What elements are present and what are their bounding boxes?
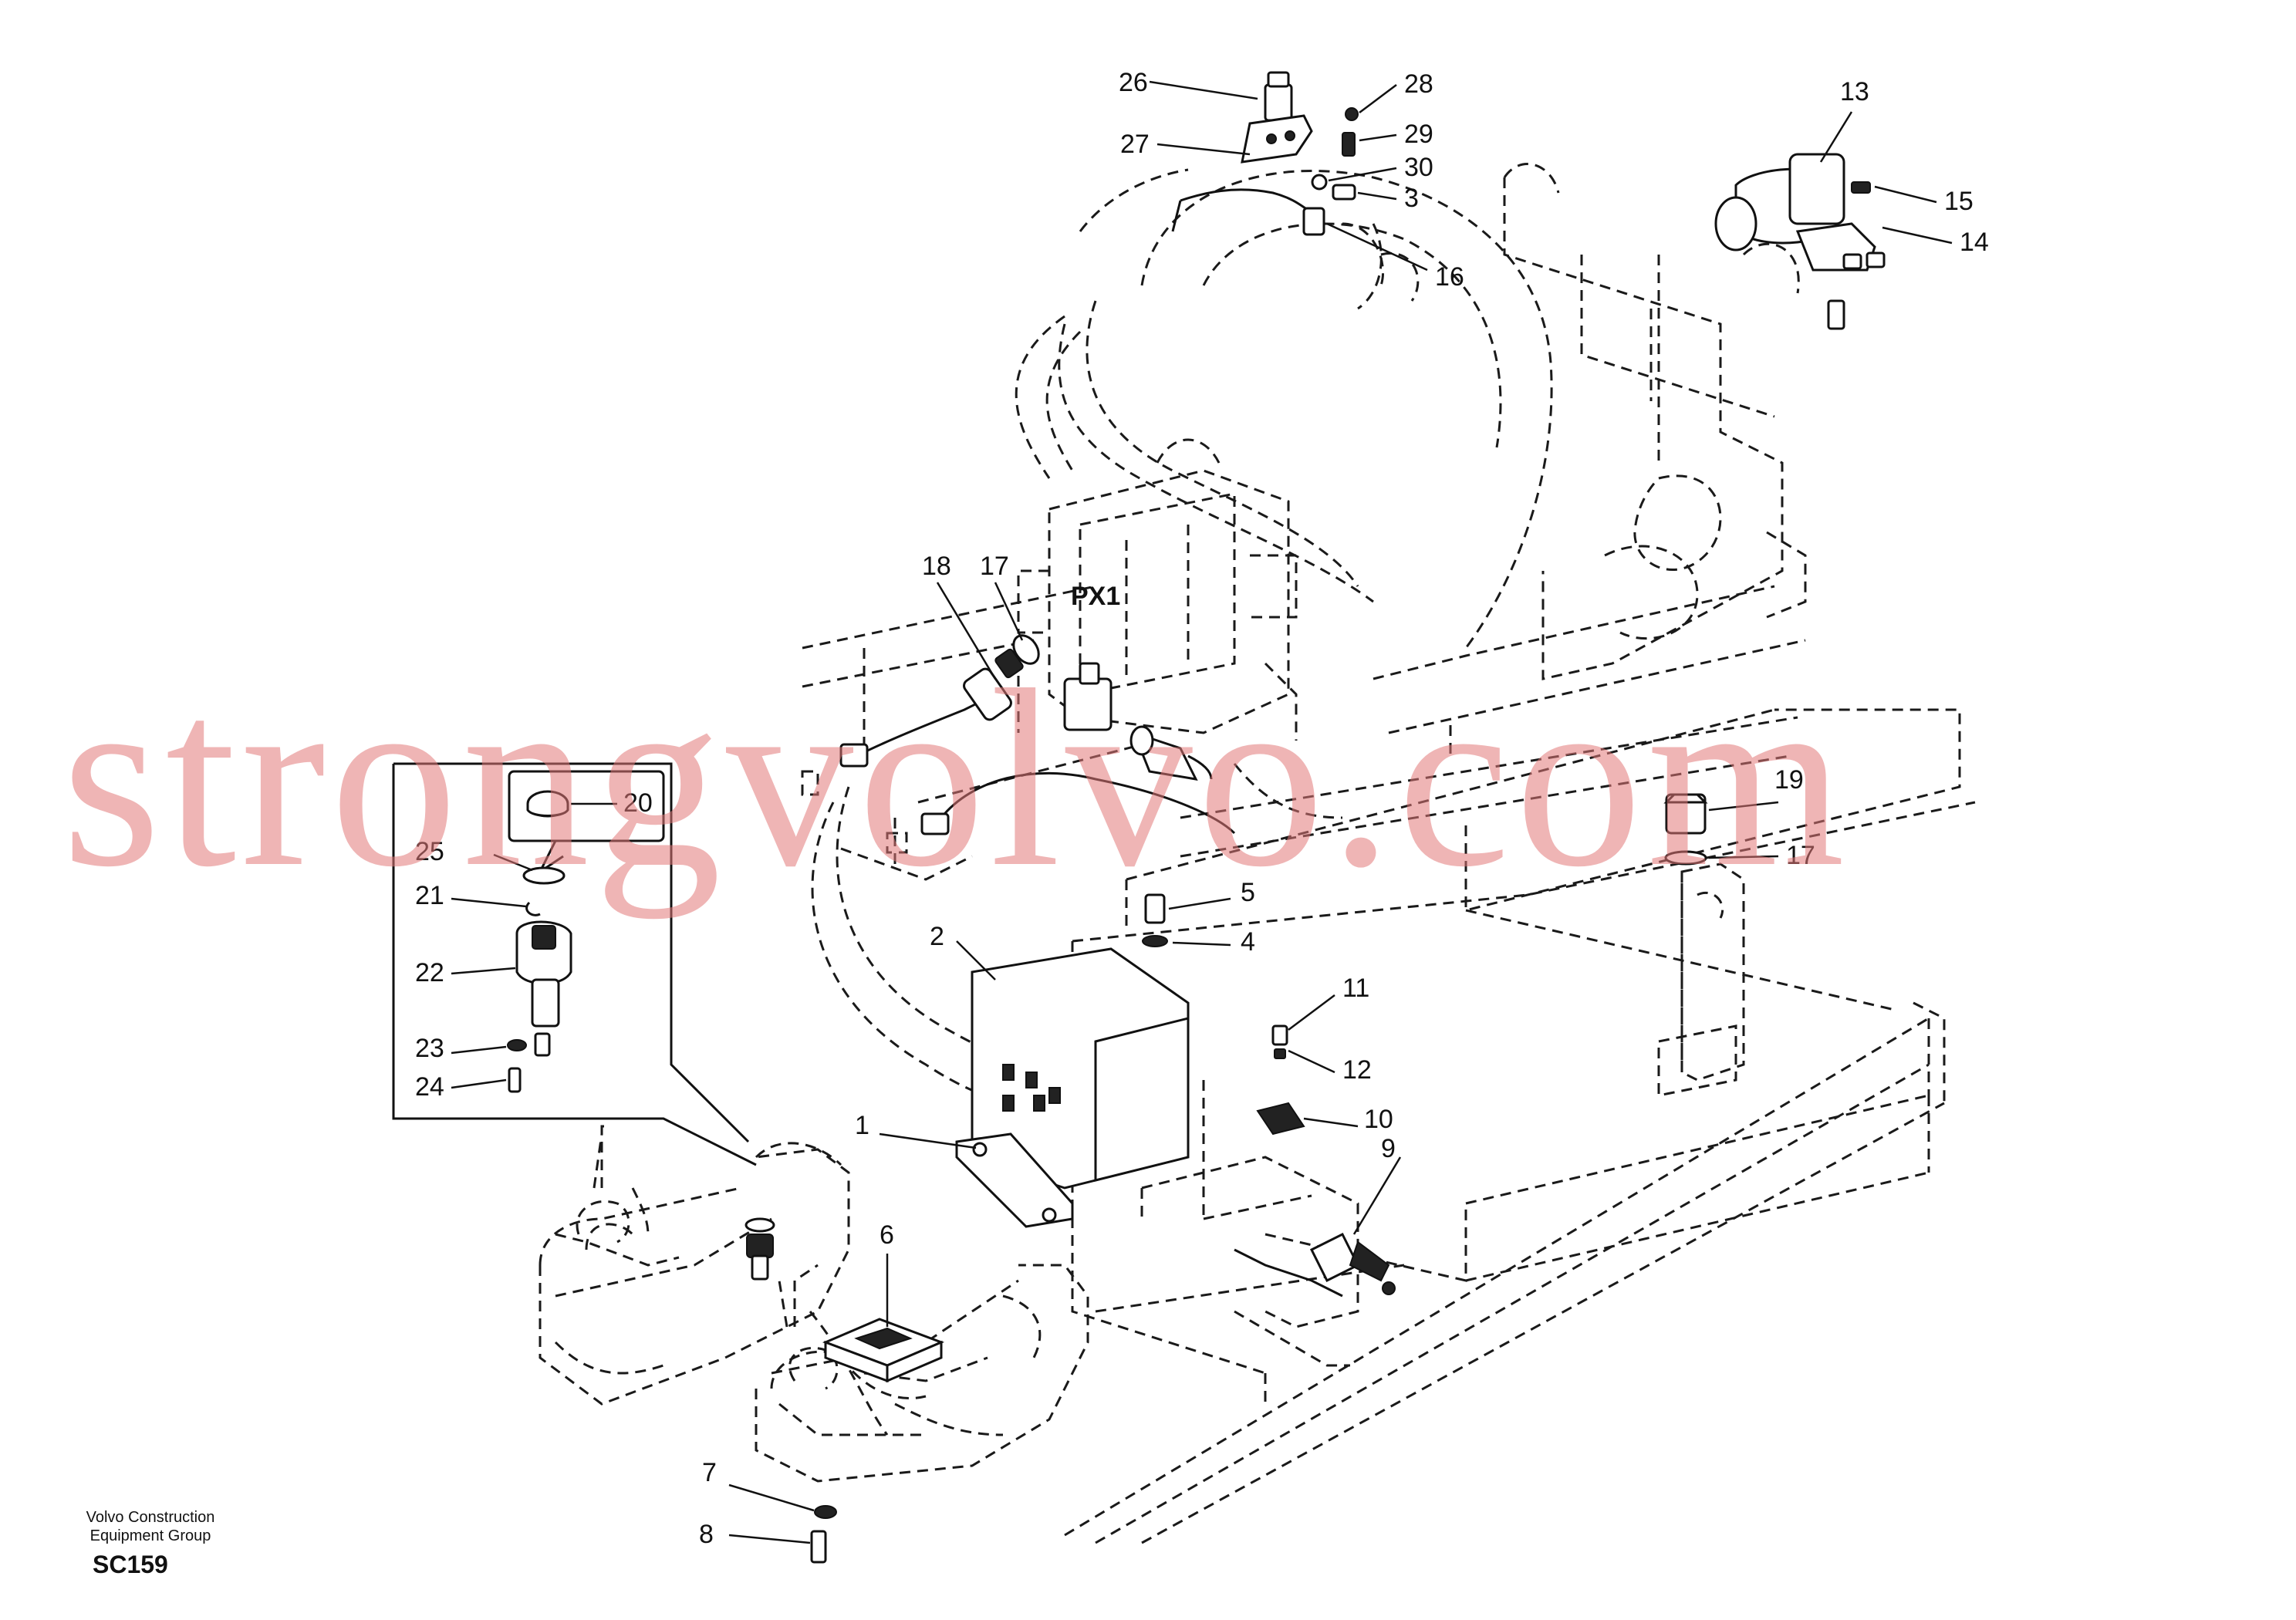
hydraulic-pump-outline [1017,438,1298,741]
label-5: 5 [1241,878,1255,907]
label-12: 12 [1342,1055,1372,1085]
detail-callout-box [392,762,757,1166]
pressure-sensor-px1 [920,662,1198,835]
credit-line-1: Volvo Construction [86,1509,215,1526]
flywheel-housing-outline [1058,168,1553,649]
leader-lines [451,80,1953,1544]
label-11: 11 [1342,974,1369,1003]
ring-part-25 [522,866,566,885]
cap-part-20 [526,790,569,818]
upper-frame-outline [802,585,1806,858]
credit-line-2: Equipment Group [89,1527,211,1544]
label-17-right: 17 [1786,841,1815,870]
wire-harnesses [809,188,1343,1436]
pressure-switch-part-26 [1241,71,1313,164]
joystick-outlines [576,1133,839,1390]
label-10: 10 [1364,1105,1393,1134]
label-27: 27 [1120,130,1150,159]
label-21: 21 [415,881,444,910]
mount-bracket-outline [1657,862,1745,1097]
label-4: 4 [1241,927,1255,957]
left-control-console-outline [539,1125,850,1406]
label-24: 24 [415,1072,444,1102]
right-control-console-outline [755,1264,1089,1483]
label-13: 13 [1840,77,1869,106]
spring-part-21 [525,901,541,916]
label-17-top: 17 [980,552,1009,581]
label-30: 30 [1404,153,1433,182]
label-1: 1 [855,1111,869,1140]
port-label-px1: PX1 [1071,582,1120,611]
label-28: 28 [1404,69,1433,99]
label-9: 9 [1381,1134,1396,1163]
screw-part-24 [508,1067,522,1093]
label-18: 18 [922,552,951,581]
engine-block-outline [1503,163,1807,680]
sensor-part-9 [1309,1232,1396,1295]
pressure-switch-part-19 [1663,793,1708,866]
drawing-code: SC159 [93,1551,168,1578]
label-15: 15 [1944,187,1974,216]
part-number-labels: 26 27 28 29 30 3 16 13 15 14 18 17 PX1 1… [415,68,1989,1549]
switch-panel-part-6 [822,1318,945,1383]
track-frame-outline [1064,1001,1946,1544]
label-8: 8 [699,1520,714,1549]
installed-switch-on-console [745,1217,775,1281]
label-7: 7 [702,1458,717,1487]
label-23: 23 [415,1034,444,1063]
fastener-parts-11-12 [1271,1024,1288,1059]
washer-part-23 [507,1032,551,1057]
connector-part-10 [1256,1102,1305,1136]
label-26: 26 [1119,68,1148,97]
label-6: 6 [880,1220,894,1250]
switch-body-part-22 [515,920,572,1028]
relay-bracket-part-2 [971,947,1190,1190]
mounting-plate-part-1 [955,1132,1074,1228]
label-16: 16 [1435,262,1464,292]
solenoid-part-13 [1714,153,1886,330]
washer-part-7 [814,1505,837,1519]
manufacturer-credit: Volvo Construction Equipment Group [69,1508,231,1545]
pressure-sensor-part-18 [839,634,1040,768]
label-25: 25 [415,837,444,866]
label-3: 3 [1404,184,1419,213]
bolt-part-8 [810,1530,827,1564]
label-19: 19 [1774,765,1804,795]
bolt-washer-parts-4-5 [1142,893,1168,947]
label-2: 2 [930,922,944,951]
fastener-set-28-29-30-3 [1302,107,1359,236]
label-29: 29 [1404,120,1433,149]
label-22: 22 [415,958,444,987]
label-14: 14 [1960,228,1989,257]
label-20: 20 [623,788,653,818]
